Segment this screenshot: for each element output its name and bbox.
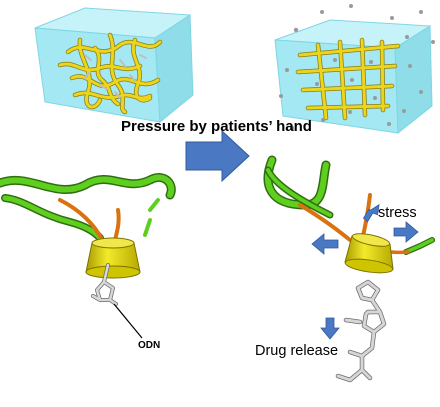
odn-pointer-line <box>113 303 143 339</box>
stress-arrows <box>311 203 419 255</box>
polymer-strand-right <box>263 155 435 255</box>
transition-arrow <box>185 129 250 183</box>
stress-label: stress <box>378 205 417 221</box>
fiber-network-right <box>295 37 401 121</box>
odn-drug-left <box>91 263 118 306</box>
odn-label: ODN <box>138 340 161 351</box>
released-particles <box>279 4 435 130</box>
cap-molecule-left <box>85 237 141 279</box>
release-arrow <box>320 317 340 340</box>
fiber-network-left <box>57 32 163 115</box>
cap-molecule-right <box>344 233 394 274</box>
polymer-strand-left <box>0 173 176 242</box>
released-drug-molecule <box>335 279 387 383</box>
drug-release-label: Drug release <box>255 343 339 359</box>
caption-title: Pressure by patients’ hand <box>121 118 312 135</box>
